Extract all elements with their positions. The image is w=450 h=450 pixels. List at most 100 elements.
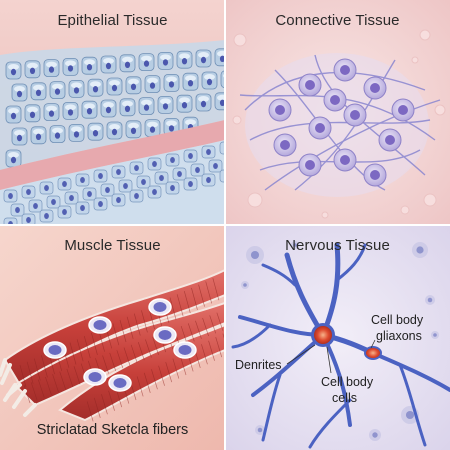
- striation: [151, 369, 158, 390]
- background-nucleus: [293, 243, 297, 247]
- cell-apical-surface: [185, 119, 196, 126]
- striations: [19, 278, 225, 422]
- cell-apical-surface: [103, 58, 114, 64]
- striation: [33, 358, 41, 381]
- nucleus: [111, 128, 118, 136]
- cell-apical-surface: [217, 94, 225, 101]
- nucleus: [80, 177, 85, 183]
- nucleus: [26, 217, 31, 223]
- nucleus: [275, 105, 285, 115]
- striation: [202, 317, 209, 337]
- nucleus: [206, 149, 211, 155]
- nucleus: [141, 179, 146, 185]
- cell-apical-surface: [204, 74, 215, 80]
- cell-body-cells-label-line1: Cell body: [321, 375, 374, 389]
- striation: [191, 287, 198, 310]
- cell-apical-surface: [14, 130, 25, 136]
- nucleus: [152, 161, 157, 167]
- nucleus: [177, 171, 182, 177]
- nucleus: [398, 105, 408, 115]
- striation: [165, 362, 173, 383]
- striation: [137, 342, 145, 361]
- speckle: [434, 104, 446, 116]
- striation: [222, 333, 225, 342]
- striation: [141, 310, 148, 333]
- nucleus: [67, 109, 74, 116]
- nucleus: [33, 203, 38, 209]
- cell-apical-surface: [185, 75, 196, 82]
- nucleus: [219, 99, 225, 106]
- nucleus: [29, 111, 36, 119]
- striation: [76, 339, 84, 362]
- nucleus: [340, 65, 350, 75]
- cell-body-gliaxons-label-line1: Cell body: [371, 313, 424, 327]
- cell-apical-surface: [27, 106, 38, 113]
- epithelial-cell: [219, 141, 225, 155]
- striation: [215, 337, 223, 358]
- cell-apical-surface: [198, 96, 209, 102]
- nucleus: [10, 68, 17, 76]
- speckle: [232, 115, 242, 125]
- muscle-nucleus: [178, 345, 192, 355]
- nucleus: [116, 197, 121, 203]
- nucleus: [168, 125, 175, 132]
- nucleus: [105, 62, 112, 70]
- striation: [198, 284, 205, 307]
- nucleus: [162, 103, 169, 110]
- striation: [158, 365, 165, 386]
- nucleus: [124, 61, 131, 68]
- cell-apical-surface: [65, 104, 76, 111]
- nucleus: [54, 88, 61, 95]
- speckle: [423, 193, 437, 207]
- connective-panel: Connective Tissue: [225, 0, 450, 225]
- cell-apical-surface: [103, 102, 114, 108]
- cell-apical-surface: [8, 152, 19, 158]
- nucleus: [29, 67, 36, 75]
- cell-apical-surface: [166, 76, 177, 83]
- nucleus: [16, 90, 23, 98]
- nucleus: [48, 66, 55, 73]
- cell-apical-surface: [84, 103, 95, 110]
- nucleus: [162, 59, 169, 66]
- striation: [195, 320, 202, 339]
- striation: [86, 401, 94, 422]
- striation: [180, 325, 188, 345]
- striation: [69, 342, 77, 365]
- nucleus: [62, 181, 67, 187]
- nucleus: [206, 78, 213, 86]
- nucleus: [134, 193, 139, 199]
- nucleus: [213, 163, 218, 169]
- background-nucleus: [243, 283, 247, 287]
- striation: [187, 323, 195, 342]
- nucleus: [187, 80, 194, 87]
- striation: [205, 281, 213, 304]
- nucleus: [123, 183, 128, 189]
- nucleus: [86, 108, 93, 115]
- background-nucleus: [416, 246, 424, 254]
- nucleus: [370, 170, 380, 180]
- striation: [123, 347, 131, 366]
- neuron-soma: [314, 326, 332, 344]
- striation: [216, 312, 224, 331]
- collagen-fiber: [244, 71, 426, 111]
- nucleus: [16, 134, 23, 142]
- cell-apical-surface: [160, 54, 171, 61]
- nucleus: [124, 105, 131, 113]
- nucleus: [330, 95, 340, 105]
- nucleus: [170, 157, 175, 163]
- striation: [176, 294, 184, 317]
- cell-apical-surface: [147, 121, 158, 128]
- nucleus: [62, 209, 67, 215]
- cell-apical-surface: [52, 127, 63, 134]
- cell-apical-surface: [141, 55, 152, 62]
- nucleus: [51, 199, 56, 205]
- nucleus: [80, 205, 85, 211]
- nucleus: [69, 195, 74, 201]
- nucleus: [385, 135, 395, 145]
- nucleus: [370, 83, 380, 93]
- nucleus: [143, 104, 150, 111]
- striation: [37, 379, 45, 398]
- nucleus: [67, 65, 74, 72]
- cell-apical-surface: [14, 86, 25, 92]
- striation: [83, 335, 91, 359]
